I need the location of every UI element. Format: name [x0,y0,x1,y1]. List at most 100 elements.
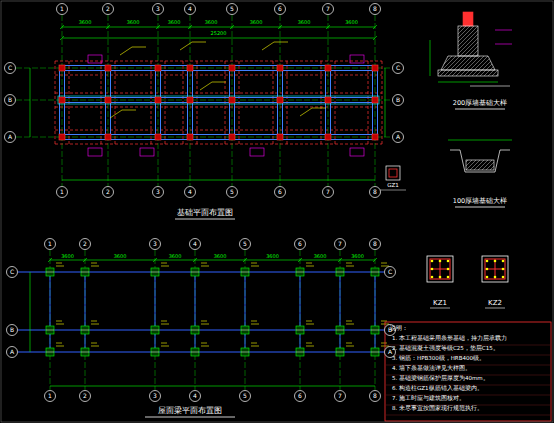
axis-label: 8 [373,393,377,399]
beam-column [241,268,249,276]
ground-beam [58,96,379,104]
annotation-stroke [161,343,167,344]
axis-label: 6 [278,6,282,12]
dimension-tick [243,258,247,262]
axis-bubble [227,4,238,15]
leader-line [495,30,512,31]
foundation-edge [55,61,56,144]
axis-bubble [5,95,16,106]
column-mark [241,330,249,331]
dimension-tick [338,258,342,262]
structural-column [372,65,378,71]
title-underline [485,308,505,309]
structural-column [277,134,283,140]
dimension-line [448,140,512,141]
title-underline [455,207,505,208]
annotation-stroke [56,263,62,264]
leader-line [212,82,226,83]
column-mark [46,352,54,353]
structural-column [187,97,193,103]
leader-line [132,47,146,48]
structural-column [59,134,65,140]
rebar-dot [486,260,489,263]
rebar-dot [486,276,489,279]
annotation-stroke [381,321,387,322]
structural-column [325,65,331,71]
rebar-dot [447,268,450,271]
axis-bubble [7,347,18,358]
column-mark [46,272,54,273]
section-mark [88,148,102,156]
axis-label: 3 [153,241,157,247]
axis-label: A [10,349,14,355]
axis-label: 7 [326,6,330,12]
title-underline [175,219,235,220]
annotation-stroke [161,346,169,347]
drawing-text: 7. 施工时应与建筑图核对。 [392,396,465,402]
beam-line [18,352,384,353]
notes-frame [385,322,551,421]
axis-label: 1 [48,241,52,247]
structural-column [155,97,161,103]
beam-column [336,348,344,356]
axis-bubble [7,325,18,336]
column-mark [191,272,199,273]
dimension-text: 3600 [250,20,263,25]
annotation-stroke [251,346,259,347]
foundation-edge [55,75,382,76]
drawing-text: KZ2 [488,300,502,307]
beam-column [81,326,89,334]
axis-bubble [385,267,396,278]
rebar-dot [494,276,497,279]
axis-bubble [295,239,306,250]
annotation-stroke [251,263,257,264]
axis-bubble [45,239,56,250]
annotation-stroke [306,346,314,347]
drawing-text: 4. 墙下条基做法详见大样图。 [392,366,471,372]
beam-line [375,272,376,352]
foundation-edge [55,61,382,62]
axis-label: 7 [326,189,330,195]
axis-label: C [8,65,12,71]
annotation-stroke [346,321,352,322]
beam-line [155,272,156,352]
axis-label: 5 [230,189,234,195]
axis-label: C [10,269,14,275]
axis-bubble [150,239,161,250]
dimension-text: 3600 [114,254,127,259]
beam-column [191,348,199,356]
annotation-stroke [91,346,99,347]
axis-bubble [103,4,114,15]
column-mark [241,272,249,273]
dimension-tick [106,25,110,29]
section-mark [250,148,264,156]
beam-column [151,268,159,276]
dimension-text: 3600 [169,254,182,259]
rebar-dot [486,268,489,271]
dimension-line [30,272,31,352]
column-stirrup [485,259,505,279]
axis-bubble [185,4,196,15]
rebar-dot [502,276,505,279]
dimension-line [50,386,375,387]
axis-bubble [323,187,334,198]
leader-line [300,108,312,116]
dimension-tick [83,258,87,262]
beam-line [50,272,51,352]
structural-column [105,134,111,140]
axis-bubble [57,187,68,198]
dimension-tick [153,258,157,262]
dimension-tick [326,25,330,29]
footing-bed [438,70,498,76]
structural-column [105,97,111,103]
structural-column [277,97,283,103]
ground-line [470,86,510,87]
dimension-text: 3600 [168,20,181,25]
axis-bubble [393,95,404,106]
axis-label: 2 [83,393,87,399]
annotation-stroke [161,266,169,267]
beam-column [371,268,379,276]
annotation-stroke [161,263,167,264]
axis-bubble [103,187,114,198]
axis-bubble [335,239,346,250]
